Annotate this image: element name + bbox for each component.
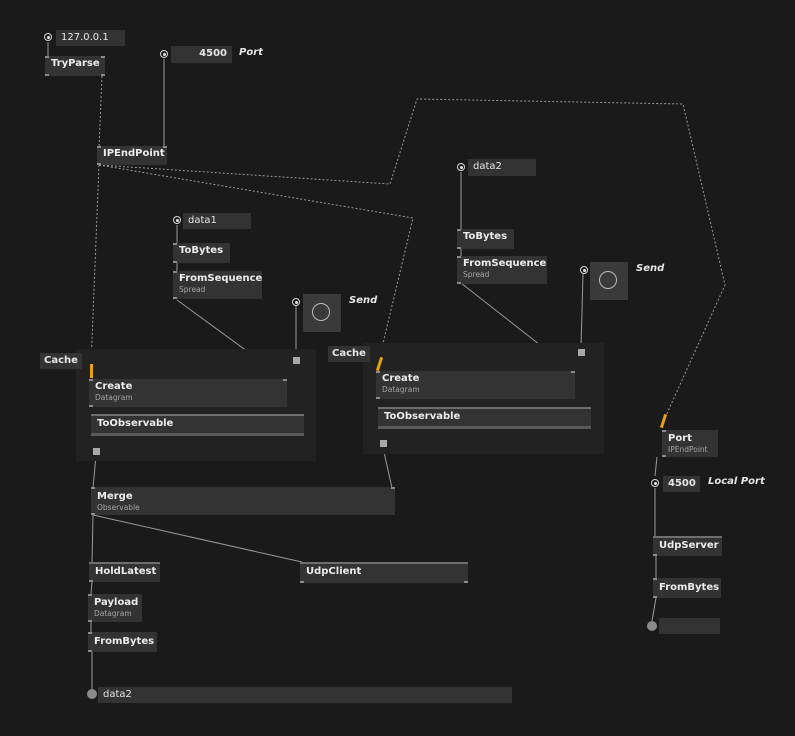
send-left-square[interactable] — [293, 357, 300, 364]
cache-left-accent — [90, 364, 93, 378]
udpclient-node[interactable]: UdpClient — [300, 562, 468, 583]
wire-holdlatest-payload — [90, 581, 93, 595]
fromsequence-right-title: FromSequence — [463, 258, 547, 269]
local-port-pin[interactable] — [651, 479, 659, 487]
tryparse-node[interactable]: TryParse — [45, 56, 105, 76]
create-left-node[interactable]: Create Datagram — [89, 379, 287, 407]
send-right-bang[interactable] — [590, 262, 628, 300]
port-node[interactable]: Port IPEndPoint — [662, 430, 718, 457]
wire-out-merge-right — [383, 451, 393, 489]
holdlatest-title: HoldLatest — [95, 566, 157, 577]
frombytes-right-title: FromBytes — [659, 582, 720, 593]
local-port-label: Local Port — [708, 476, 765, 487]
output-pin[interactable] — [87, 689, 97, 699]
port-input-pin[interactable] — [160, 50, 168, 58]
wire-ipendpoint-cache-left — [90, 164, 100, 366]
data1-input[interactable]: data1 — [183, 213, 251, 229]
ipendpoint-node[interactable]: IPEndPoint — [97, 146, 167, 165]
port-label: Port — [239, 47, 263, 58]
ip-input[interactable]: 127.0.0.1 — [56, 30, 125, 46]
send-right-pin[interactable] — [580, 266, 588, 274]
holdlatest-node[interactable]: HoldLatest — [89, 562, 160, 582]
send-left-label: Send — [349, 295, 378, 306]
server-output-pin[interactable] — [647, 621, 657, 631]
frombytes-left-title: FromBytes — [94, 636, 155, 647]
tobytes-right-node[interactable]: ToBytes — [457, 229, 514, 249]
cache-label-right[interactable]: Cache — [328, 346, 370, 362]
wire-merge-holdlatest — [91, 514, 94, 564]
data1-input-pin[interactable] — [173, 216, 181, 224]
udpclient-title: UdpClient — [306, 566, 362, 577]
server-output-box[interactable] — [659, 618, 720, 634]
data2-input[interactable]: data2 — [468, 159, 536, 176]
payload-sub: Datagram — [94, 609, 132, 618]
output-box[interactable]: data2 — [98, 687, 512, 703]
merge-sub: Observable — [97, 503, 140, 512]
udpserver-title: UdpServer — [659, 540, 719, 551]
fromsequence-left-sub: Spread — [179, 285, 206, 294]
toobservable-right-output[interactable] — [380, 440, 387, 447]
port-input[interactable]: 4500 — [171, 46, 232, 63]
toobservable-right-node[interactable]: ToObservable — [378, 407, 591, 429]
create-right-node[interactable]: Create Datagram — [376, 371, 575, 399]
create-right-sub: Datagram — [382, 385, 420, 394]
create-left-sub: Datagram — [95, 393, 133, 402]
send-right-square[interactable] — [578, 349, 585, 356]
fromsequence-left-title: FromSequence — [179, 273, 263, 284]
wire-merge-udpclient — [92, 514, 303, 563]
wire-port-localport — [654, 456, 658, 477]
ipendpoint-title: IPEndPoint — [103, 148, 165, 159]
cache-label-left[interactable]: Cache — [40, 353, 82, 369]
ip-input-pin[interactable] — [44, 33, 52, 41]
wire-tryparse-ipendpoint — [98, 75, 103, 149]
port-node-title: Port — [668, 433, 692, 444]
frombytes-right-node[interactable]: FromBytes — [653, 578, 721, 598]
tobytes-right-title: ToBytes — [463, 231, 508, 242]
create-left-title: Create — [95, 381, 133, 392]
toobservable-right-title: ToObservable — [384, 411, 461, 422]
wire-ipendpoint-cache-right — [98, 164, 414, 361]
local-port-input[interactable]: 4500 — [663, 476, 700, 492]
fromsequence-right-sub: Spread — [463, 270, 490, 279]
data2-input-pin[interactable] — [457, 163, 465, 171]
toobservable-left-node[interactable]: ToObservable — [91, 414, 304, 436]
toobservable-left-title: ToObservable — [97, 418, 174, 429]
tobytes-left-title: ToBytes — [179, 245, 224, 256]
send-right-label: Send — [636, 263, 665, 274]
fromsequence-left-node[interactable]: FromSequence Spread — [173, 271, 262, 299]
wire-frombytes-server-out — [651, 597, 657, 622]
payload-title: Payload — [94, 597, 139, 608]
send-left-bang[interactable] — [303, 294, 341, 332]
port-node-sub: IPEndPoint — [668, 445, 708, 454]
send-left-pin[interactable] — [292, 298, 300, 306]
udpserver-node[interactable]: UdpServer — [653, 536, 722, 556]
fromsequence-right-node[interactable]: FromSequence Spread — [457, 256, 547, 284]
port-node-accent — [659, 413, 668, 429]
frombytes-left-node[interactable]: FromBytes — [88, 632, 157, 652]
wire-send-right — [580, 273, 584, 349]
create-right-title: Create — [382, 373, 420, 384]
merge-title: Merge — [97, 491, 133, 502]
merge-node[interactable]: Merge Observable — [91, 487, 395, 515]
payload-node[interactable]: Payload Datagram — [88, 594, 142, 622]
toobservable-left-output[interactable] — [93, 448, 100, 455]
tobytes-left-node[interactable]: ToBytes — [173, 243, 230, 263]
tryparse-title: TryParse — [51, 58, 100, 69]
